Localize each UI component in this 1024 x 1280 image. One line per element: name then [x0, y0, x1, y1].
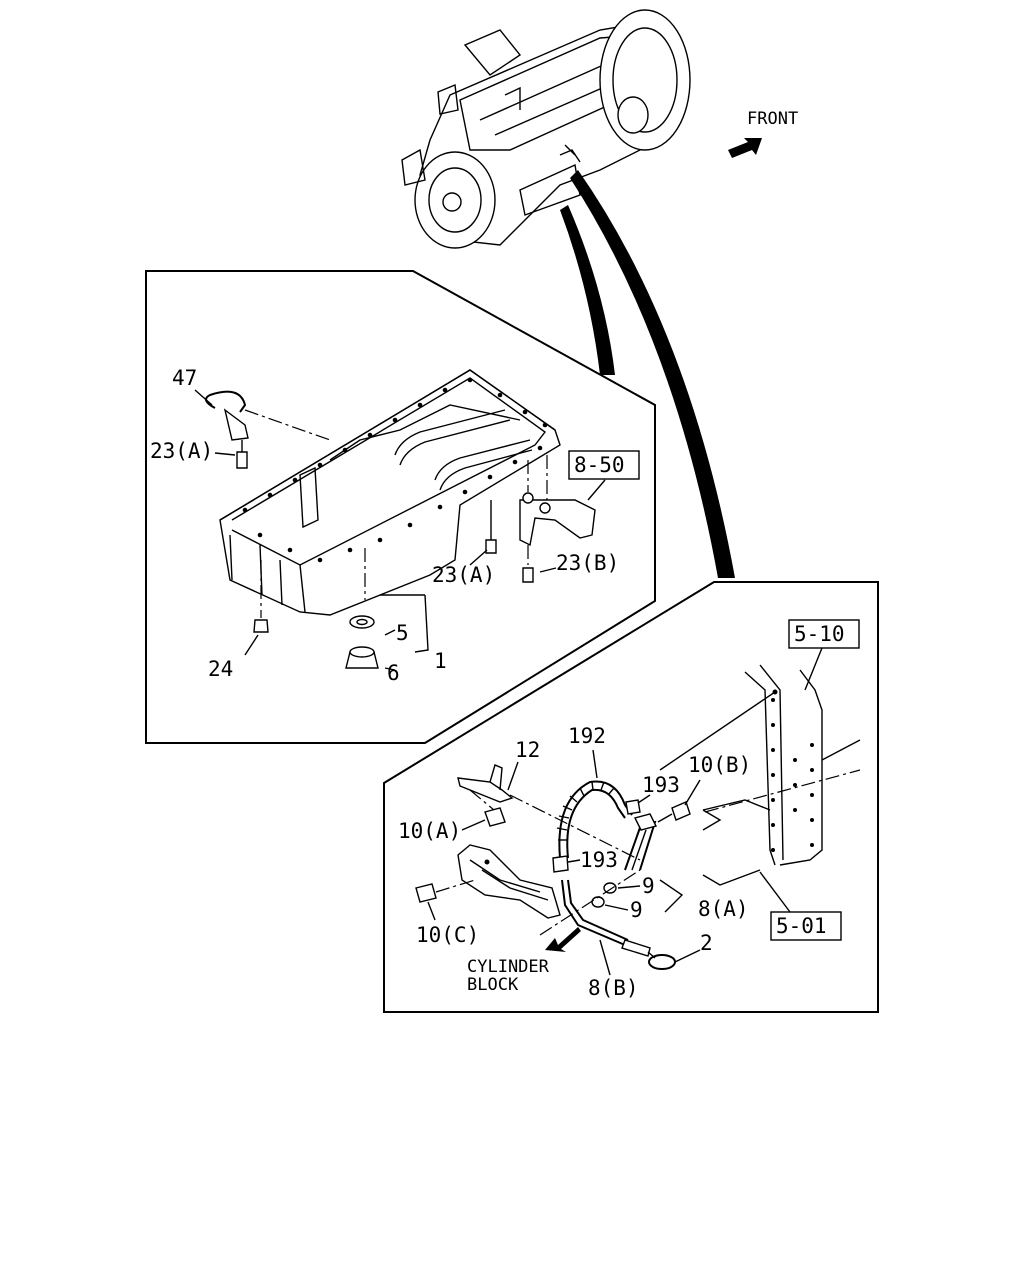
- ref-box-8-50: [568, 450, 640, 480]
- callout-6: 6: [387, 661, 400, 685]
- ref-box-5-01: [770, 911, 842, 941]
- front-label: FRONT: [747, 109, 798, 129]
- bolt-10c: [415, 883, 437, 903]
- dipstick-panel: 12 192 193 10(B) 10(A) 193 9 9 8(A) 10(C…: [383, 581, 879, 1013]
- bolt-10a: [484, 807, 506, 827]
- bracket: [519, 499, 596, 547]
- front-direction: FRONT: [728, 109, 798, 158]
- guide-tube-bracket: [457, 844, 561, 919]
- callout-23a-top: 23(A): [150, 439, 213, 463]
- clip-47: [205, 390, 247, 413]
- callout-192: 192: [568, 724, 606, 748]
- o-ring-9-top: [603, 882, 617, 894]
- clip-12: [457, 777, 514, 803]
- callout-1: 1: [434, 649, 447, 673]
- callout-10a: 10(A): [398, 819, 461, 843]
- callout-23b: 23(B): [556, 551, 619, 575]
- callout-24: 24: [208, 657, 233, 681]
- callout-9-top: 9: [642, 874, 655, 898]
- engine-overview: [401, 9, 691, 249]
- callout-10b: 10(B): [688, 753, 751, 777]
- ref-box-5-10: [788, 619, 860, 649]
- bolt-10b: [671, 801, 691, 821]
- washer-5: [349, 615, 375, 629]
- callout-193-bot: 193: [580, 848, 618, 872]
- bolt-23a-mid: [485, 539, 497, 554]
- bolt-23a-top: [236, 451, 248, 469]
- cylinder-block-label-line1: CYLINDER: [467, 957, 550, 977]
- callout-2: 2: [700, 931, 713, 955]
- callout-12: 12: [515, 738, 540, 762]
- pointer-arrow-oil-pan: [560, 205, 615, 375]
- pointer-arrow-dipstick: [570, 170, 735, 578]
- clamp-193-top: [625, 799, 641, 815]
- callout-23a-mid: 23(A): [432, 563, 495, 587]
- callout-8a: 8(A): [698, 897, 749, 921]
- callout-8b: 8(B): [588, 976, 639, 1000]
- ref-box-8-50-label: 8-50: [574, 453, 625, 477]
- bolt-23b: [522, 567, 534, 583]
- cylinder-block-label-line2: BLOCK: [467, 975, 519, 995]
- callout-10c: 10(C): [416, 923, 479, 947]
- o-ring-9-bot: [591, 896, 605, 908]
- callout-47: 47: [172, 366, 197, 390]
- callout-9-bot: 9: [630, 898, 643, 922]
- clamp-193-bot: [552, 855, 569, 873]
- nut-24: [253, 619, 269, 633]
- ref-box-5-01-label: 5-01: [776, 914, 827, 938]
- callout-5: 5: [396, 621, 409, 645]
- front-arrow-icon: [728, 138, 762, 158]
- oil-pan-panel: 47 23(A) 23(A) 23(B) 24 5 6 1 8-50: [145, 270, 656, 744]
- callout-193-top: 193: [642, 773, 680, 797]
- ref-box-5-10-label: 5-10: [794, 622, 845, 646]
- cylinder-block-arrow-icon: [545, 927, 581, 952]
